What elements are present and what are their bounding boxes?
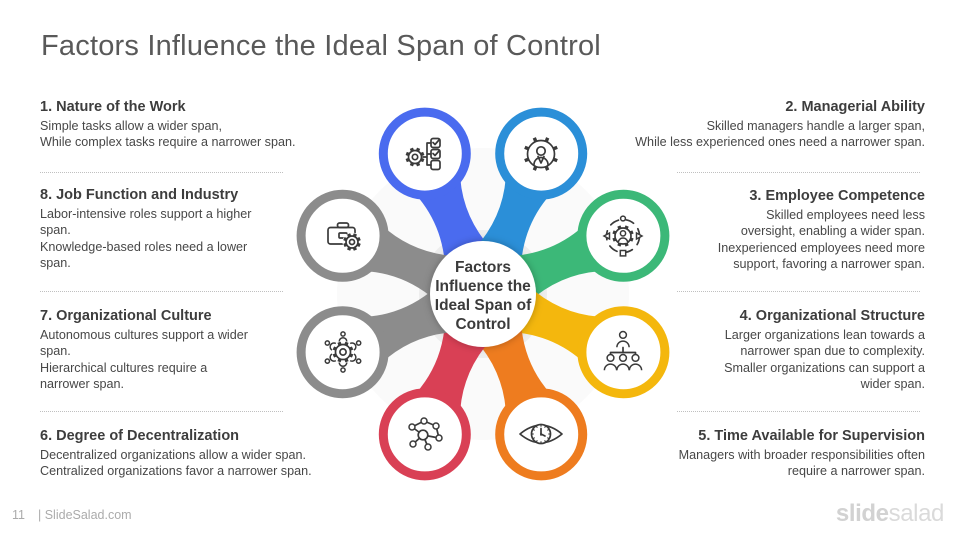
factor-text-line: oversight, enabling a wider span. [740, 224, 925, 239]
factor-heading: 4. Organizational Structure [739, 308, 925, 324]
factor-heading: 3. Employee Competence [749, 188, 925, 204]
factor-heading: 1. Nature of the Work [40, 99, 186, 115]
briefcase-gear-icon [327, 222, 362, 252]
dotted-separator [40, 291, 283, 292]
factor-text-line: narrower span. [40, 376, 124, 391]
network-icon [408, 417, 443, 451]
dotted-separator [677, 411, 920, 412]
factor-text-line: Skilled employees need less [766, 208, 925, 222]
factor-text-line: Hierarchical cultures require a [40, 360, 208, 375]
factor-text-line: wider span. [860, 376, 925, 391]
factor-text-line: Labor-intensive roles support a higher [40, 207, 252, 221]
factor-heading: 8. Job Function and Industry [40, 187, 239, 203]
gear-checklist-icon [405, 137, 441, 171]
factor-text-line: span. [40, 344, 71, 359]
dotted-separator [40, 411, 283, 412]
factor-text-line: Knowledge-based roles need a lower [40, 239, 248, 254]
factor-text-line: narrower span due to complexity. [740, 344, 925, 359]
factor-text-line: While complex tasks require a narrower s… [40, 135, 296, 150]
factor-text-line: Centralized organizations favor a narrow… [40, 464, 312, 479]
factor-text-line: span. [40, 223, 71, 238]
page-number: 11 [12, 508, 25, 522]
factor-text-line: While less experienced ones need a narro… [635, 135, 925, 150]
factor-heading: 6. Degree of Decentralization [40, 428, 240, 444]
span-of-control-diagram [296, 107, 670, 481]
diagram-center-circle [430, 241, 536, 347]
slidesalad-logo: slidesalad [836, 500, 944, 528]
factor-heading: 5. Time Available for Supervision [698, 428, 925, 444]
factor-text-line: Simple tasks allow a wider span, [40, 119, 222, 133]
factor-text-line: Managers with broader responsibilities o… [678, 448, 925, 462]
dotted-separator [677, 172, 920, 173]
factor-text-line: Larger organizations lean towards a [724, 328, 925, 342]
factor-text-line: require a narrower span. [787, 464, 925, 479]
competence-target-icon [602, 215, 644, 257]
factor-text-line: Autonomous cultures support a wider [40, 328, 248, 342]
factor-text-line: span. [40, 255, 71, 270]
diagram-center-label: Factors Influence the Ideal Span of Cont… [434, 259, 532, 333]
petal-ring [378, 107, 471, 200]
people-gear-icon [324, 331, 362, 373]
eye-clock-icon [519, 423, 563, 445]
factor-text-line: support, favoring a narrower span. [733, 256, 925, 271]
petal-ring [296, 189, 389, 282]
logo-text-light: salad [888, 500, 945, 527]
footer-source: | SlideSalad.com [38, 508, 132, 522]
org-chart-icon [603, 330, 643, 371]
factor-heading: 7. Organizational Culture [40, 308, 212, 324]
dotted-separator [677, 291, 920, 292]
factor-text-line: Smaller organizations can support a [724, 360, 925, 375]
manager-gear-icon [524, 137, 558, 171]
logo-text-bold: slide [835, 500, 889, 527]
dotted-separator [40, 172, 283, 173]
factor-heading: 2. Managerial Ability [785, 99, 925, 115]
factor-text-line: Skilled managers handle a larger span, [706, 119, 925, 133]
factor-text-line: Inexperienced employees need more [717, 240, 925, 255]
slide-title: Factors Influence the Ideal Span of Cont… [41, 30, 601, 62]
factor-text-line: Decentralized organizations allow a wide… [40, 448, 307, 462]
